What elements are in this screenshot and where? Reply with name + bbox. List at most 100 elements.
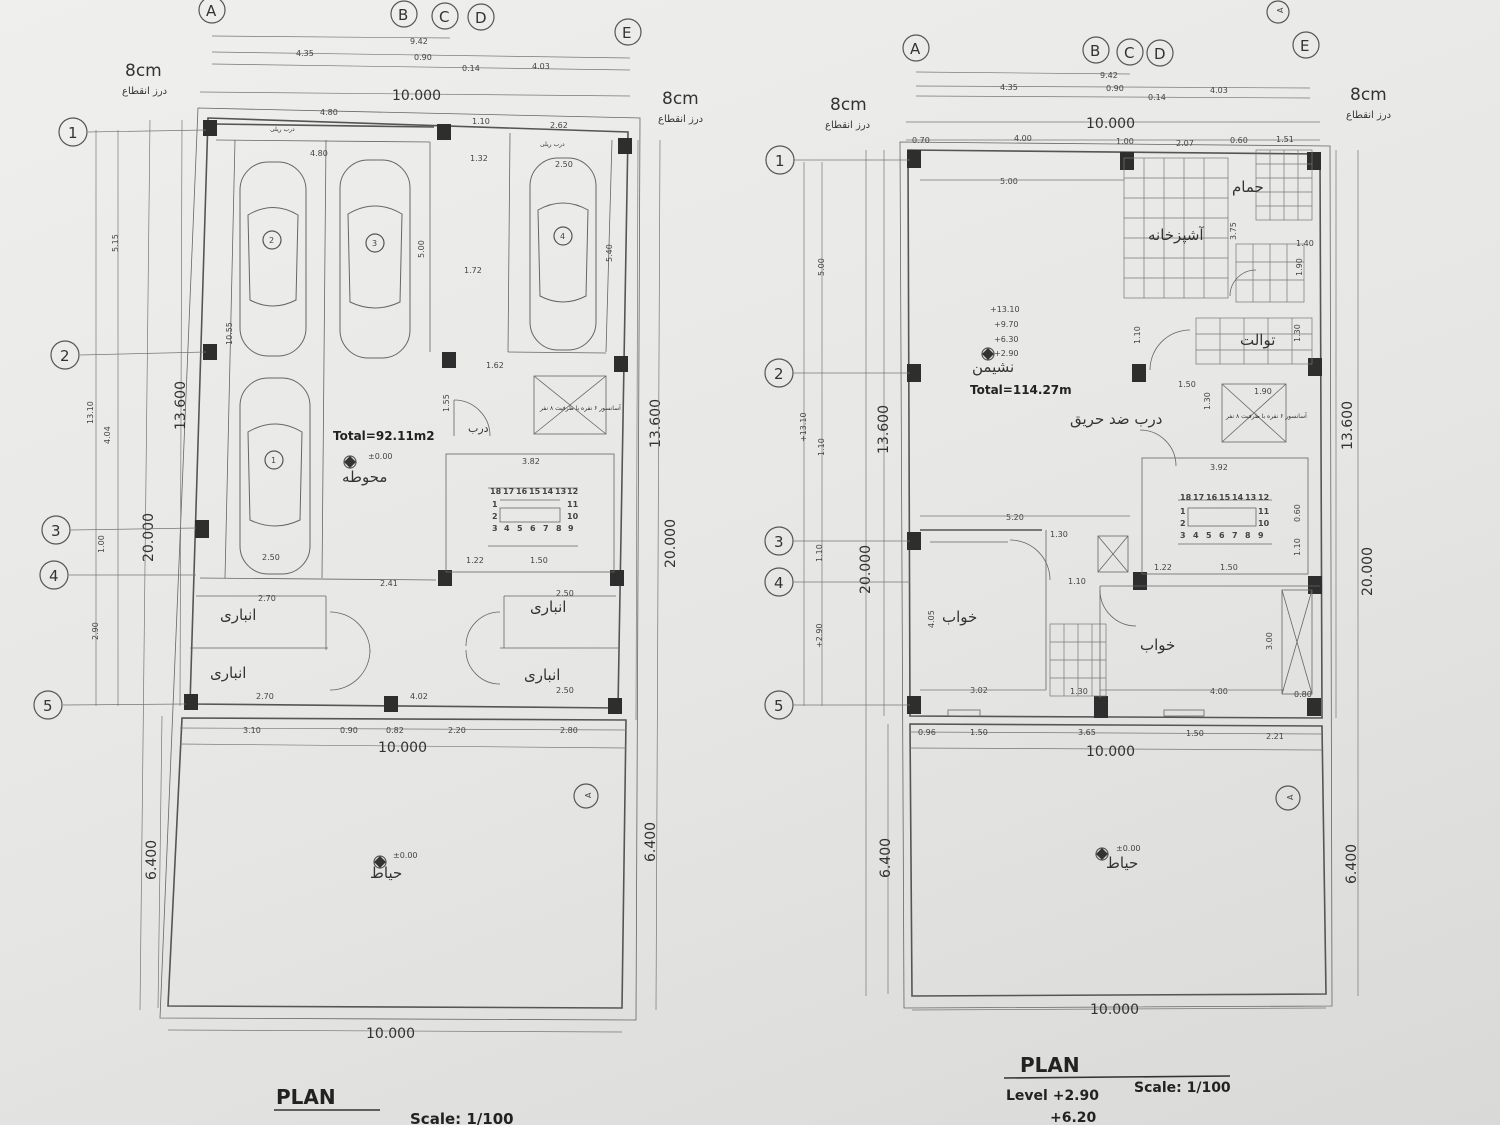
dim-stair-hall: 1.62	[486, 361, 504, 370]
axis-dim-4: 1.10	[815, 544, 824, 562]
dim-storage-mid: 4.02	[410, 692, 428, 701]
bottom-dim-2: 1.50	[970, 728, 988, 737]
grid-bubble-1	[58, 117, 88, 147]
yard-length-right: 6.400	[643, 822, 659, 862]
stair-step-5: 5	[517, 524, 523, 533]
grid-number-1: 1	[68, 124, 78, 142]
car-4: 4	[529, 157, 597, 351]
top-dim-3: 0.90	[1106, 84, 1124, 93]
column	[1308, 358, 1322, 376]
grid-bubble-b	[1082, 36, 1110, 64]
level-marker-icon	[981, 347, 995, 361]
stair-width: 3.82	[522, 457, 540, 466]
grid-bubble-e	[1292, 31, 1320, 59]
grid-number-5: 5	[43, 697, 53, 715]
dim-bottom-5: 2.80	[560, 726, 578, 735]
dim-storage-1: 2.70	[258, 594, 276, 603]
stair-step-3: 3	[1180, 531, 1186, 540]
dim-garage-door: 1.10	[472, 117, 490, 126]
dim-storage-3: 2.70	[256, 692, 274, 701]
bottom-dim-4: 1.50	[1186, 729, 1204, 738]
floor-level-3: +6.30	[994, 335, 1019, 344]
stair-step-13: 13	[1245, 493, 1256, 502]
axis-dim-2: 13.10	[86, 401, 95, 424]
grid-letter-b: B	[1090, 42, 1100, 60]
grid-bubble-c	[431, 2, 459, 30]
stair-landing-2: 1.50	[530, 556, 548, 565]
stair-step-9: 9	[1258, 531, 1264, 540]
stair-landing-3: 1.10	[1293, 538, 1302, 556]
top-inner-5: 0.60	[1230, 136, 1248, 145]
grid-bubble-a	[198, 0, 226, 24]
column	[442, 352, 456, 368]
room-bed-2: خواب	[1140, 636, 1175, 654]
left-stairs: 3.82 18 17 16 15 14 13 12 11 10 1 2 3 4 …	[445, 453, 615, 573]
grid-number-4: 4	[774, 574, 784, 592]
grid-bubble-b	[390, 0, 418, 28]
storage-1: انباری	[220, 606, 256, 624]
grid-number-3: 3	[774, 533, 784, 551]
room-living: نشیمن	[972, 358, 1014, 376]
total-length-left: 20.000	[858, 545, 874, 594]
length-right: 13.600	[648, 399, 664, 448]
yard-label-left: حیاط	[370, 864, 402, 882]
width-bottom: 10.000	[1090, 1002, 1139, 1018]
stair-step-13: 13	[555, 487, 566, 496]
wardrobe	[1281, 589, 1313, 695]
elevator-label: آسانسور ۶ نفره با ظرفیت ۸ نفر	[539, 403, 621, 412]
axis-dim-2: +13.10	[799, 412, 808, 442]
column	[1307, 152, 1321, 170]
stair-landing-1: 1.22	[466, 556, 484, 565]
grid-number-2: 2	[60, 347, 70, 365]
yard-level-icon	[1095, 847, 1109, 861]
axis-dim-1: 5.15	[111, 234, 120, 252]
door-label-2: درب ریلی	[540, 141, 565, 148]
grid-bubble-2	[50, 340, 80, 370]
dim-garage-top: 4.80	[320, 108, 338, 117]
seam-label-left: 8cm	[125, 61, 162, 81]
yard-level-icon	[373, 855, 387, 869]
dim-bed-top: 1.30	[1050, 530, 1068, 539]
stair-step-7: 7	[543, 524, 549, 533]
fire-door: درب ضد حریق	[1070, 410, 1162, 428]
axis-dim-3: 1.10	[817, 438, 826, 456]
car-number-2: 2	[269, 236, 274, 245]
grid-number-3: 3	[51, 522, 61, 540]
right-stairs: 3.92 18 17 16 15 14 13 12 11 10 1 2 3 4 …	[1141, 457, 1309, 575]
section-mark-top: A	[1276, 7, 1285, 13]
right-plan-title: PLAN	[1020, 1053, 1080, 1077]
left-area-label: Total=92.11m2	[333, 429, 435, 443]
dim-bed-1-depth: 4.05	[927, 610, 936, 628]
dim-car-width: 2.50	[262, 553, 280, 562]
grid-number-4: 4	[49, 567, 59, 585]
column	[907, 364, 921, 382]
dim-bottom-4: 2.20	[448, 726, 466, 735]
stair-step-6: 6	[1219, 531, 1225, 540]
grid-letter-a: A	[206, 2, 217, 20]
grid-bubble-3	[41, 515, 71, 545]
bottom-dim-1: 0.96	[918, 728, 936, 737]
stair-step-2: 2	[1180, 519, 1186, 528]
stair-step-5: 5	[1206, 531, 1212, 540]
column	[184, 694, 198, 710]
yard-length-left: 6.400	[878, 838, 894, 878]
elevator-label: آسانسور ۶ نفره با ظرفیت ۸ نفر	[1225, 411, 1307, 420]
width-mid: 10.000	[378, 740, 427, 756]
dim-bath-1: 1.40	[1296, 239, 1314, 248]
top-inner-2: 4.00	[1014, 134, 1032, 143]
left-level: ±0.00	[368, 452, 393, 461]
dim-storage-2: 2.50	[556, 589, 574, 598]
column	[1120, 152, 1134, 170]
width-mid: 10.000	[1086, 744, 1135, 760]
stair-landing-1: 1.22	[1154, 563, 1172, 572]
dim-bottom-1: 3.10	[243, 726, 261, 735]
dim-elevator-1: 1.90	[1254, 387, 1272, 396]
top-dim-5: 4.03	[1210, 86, 1228, 95]
dim-living-width: 5.00	[1000, 177, 1018, 186]
stair-width: 3.92	[1210, 463, 1228, 472]
grid-bubble-d	[467, 3, 495, 31]
stair-step-14: 14	[1232, 493, 1244, 502]
column	[1308, 576, 1322, 594]
stair-step-1: 1	[492, 500, 498, 509]
